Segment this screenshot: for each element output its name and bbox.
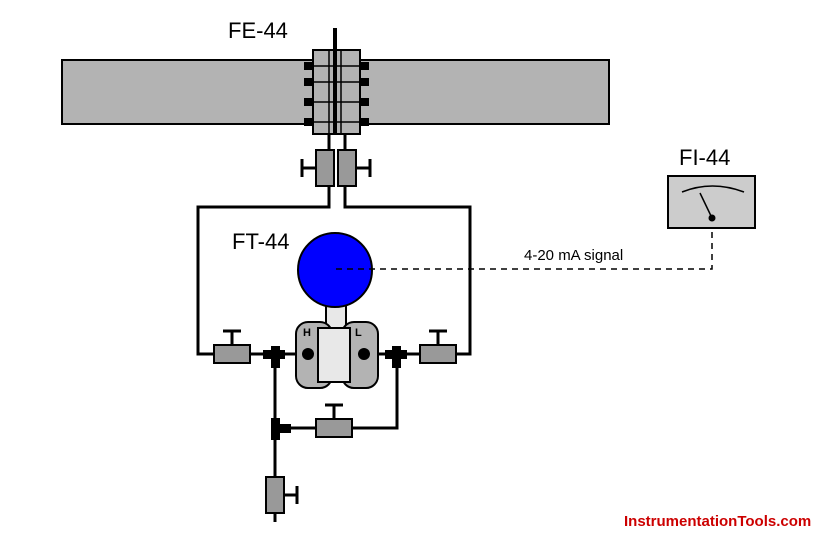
pipe-fittings bbox=[263, 346, 407, 440]
high-port-label: H bbox=[303, 327, 311, 339]
drain-valve[interactable] bbox=[265, 476, 299, 514]
fe-44-label: FE-44 bbox=[228, 18, 288, 43]
transmitter-head bbox=[297, 232, 373, 308]
ft-44-label: FT-44 bbox=[232, 229, 289, 254]
low-port bbox=[358, 348, 370, 360]
signal-label: 4-20 mA signal bbox=[524, 247, 623, 264]
indicator-scale bbox=[681, 185, 745, 193]
watermark-text: InstrumentationTools.com bbox=[624, 513, 811, 530]
dp-transmitter[interactable]: H L bbox=[295, 232, 379, 389]
fi-44-label: FI-44 bbox=[679, 145, 730, 170]
block-valve-high[interactable] bbox=[213, 329, 251, 364]
equalizing-valve[interactable] bbox=[315, 403, 353, 438]
tap-stems bbox=[327, 134, 347, 150]
root-valve-low[interactable] bbox=[337, 149, 372, 187]
block-valve-low[interactable] bbox=[419, 329, 457, 364]
high-port bbox=[302, 348, 314, 360]
orifice-flange bbox=[304, 28, 369, 135]
indicator-pivot bbox=[708, 214, 716, 222]
flow-indicator[interactable] bbox=[667, 175, 756, 229]
low-port-label: L bbox=[355, 327, 362, 339]
indicator-needle bbox=[699, 192, 713, 219]
impulse-lines bbox=[196, 186, 472, 522]
flange-bolts bbox=[304, 62, 369, 126]
root-valve-high[interactable] bbox=[300, 149, 335, 187]
signal-line bbox=[336, 228, 713, 270]
